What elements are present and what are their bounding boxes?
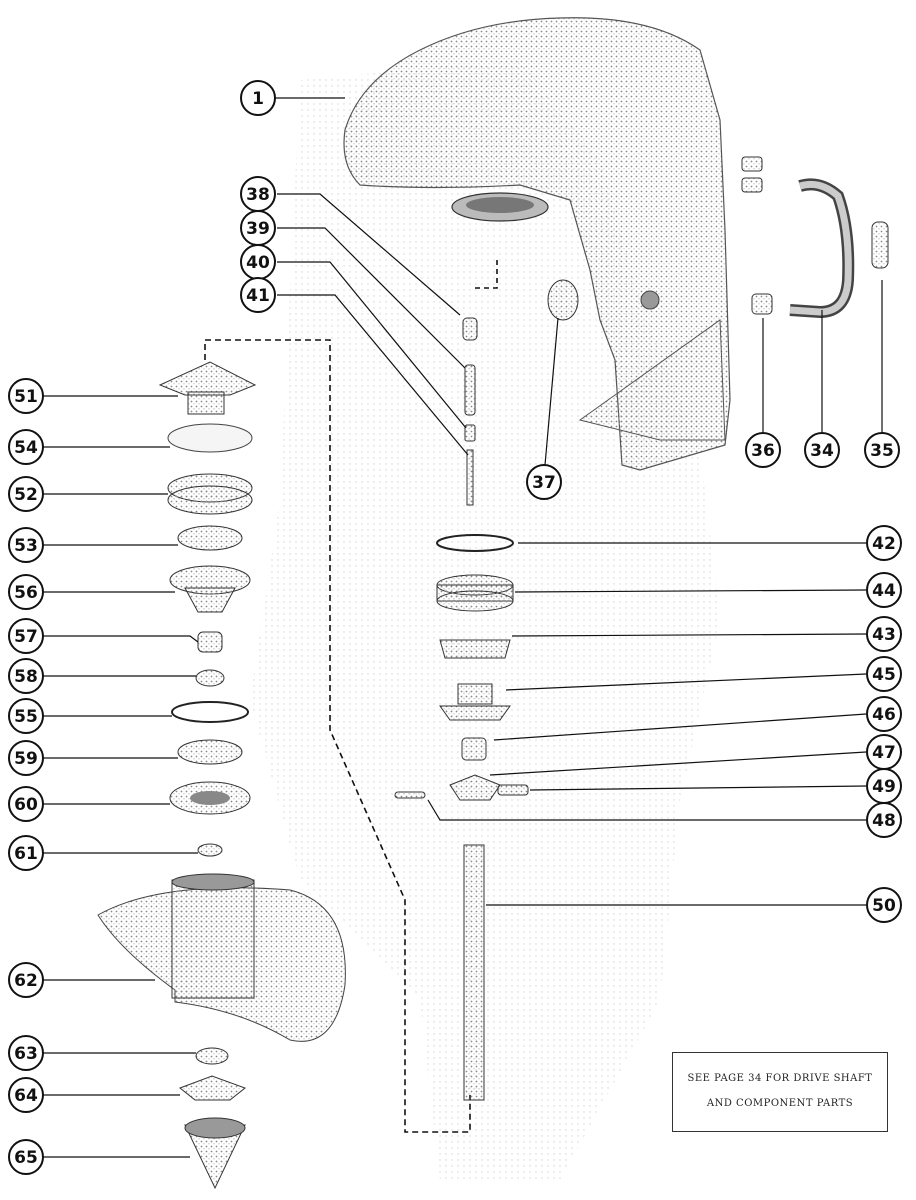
reference-note-box: SEE PAGE 34 FOR DRIVE SHAFT AND COMPONEN…	[672, 1052, 888, 1132]
svg-text:64: 64	[14, 1086, 38, 1106]
svg-text:59: 59	[14, 749, 38, 769]
handle-and-bushings-parts	[741, 156, 889, 319]
callout-61: 61	[8, 835, 44, 871]
callout-49: 49	[866, 768, 902, 804]
callout-38: 38	[240, 176, 276, 212]
svg-text:36: 36	[751, 441, 775, 461]
svg-text:63: 63	[14, 1044, 38, 1064]
svg-text:52: 52	[14, 485, 38, 505]
callout-64: 64	[8, 1077, 44, 1113]
leader-lines	[43, 97, 883, 1158]
callout-48: 48	[866, 802, 902, 838]
assembly-path-line	[204, 339, 471, 1133]
callout-1: 1	[240, 80, 276, 116]
gear-part-37	[547, 279, 579, 321]
svg-text:56: 56	[14, 583, 38, 603]
left-column-parts	[97, 361, 346, 1190]
callout-60: 60	[8, 786, 44, 822]
reference-note-line-1: SEE PAGE 34 FOR DRIVE SHAFT	[687, 1073, 873, 1084]
svg-text:48: 48	[872, 811, 896, 831]
svg-text:54: 54	[14, 438, 38, 458]
center-column-parts	[394, 534, 529, 1101]
callout-50: 50	[866, 887, 902, 923]
callout-56: 56	[8, 574, 44, 610]
callout-45: 45	[866, 656, 902, 692]
callout-54: 54	[8, 429, 44, 465]
svg-text:35: 35	[870, 441, 894, 461]
svg-text:39: 39	[246, 219, 270, 239]
svg-text:41: 41	[246, 286, 270, 306]
svg-text:60: 60	[14, 795, 38, 815]
callout-58: 58	[8, 658, 44, 694]
svg-text:34: 34	[810, 441, 834, 461]
svg-text:46: 46	[872, 705, 896, 725]
svg-text:58: 58	[14, 667, 38, 687]
callout-52: 52	[8, 476, 44, 512]
svg-text:50: 50	[872, 896, 896, 916]
callout-62: 62	[8, 962, 44, 998]
callout-63: 63	[8, 1035, 44, 1071]
svg-text:53: 53	[14, 536, 38, 556]
svg-text:43: 43	[872, 625, 896, 645]
svg-text:1: 1	[252, 89, 264, 109]
svg-text:51: 51	[14, 387, 38, 407]
callout-badges: 1 38 39 40 41 37 36 34 35 51 54 52 53 56…	[8, 80, 902, 1175]
svg-text:55: 55	[14, 707, 38, 727]
callout-55: 55	[8, 698, 44, 734]
callout-39: 39	[240, 210, 276, 246]
callout-59: 59	[8, 740, 44, 776]
callout-44: 44	[866, 572, 902, 608]
callout-35: 35	[864, 432, 900, 468]
svg-text:57: 57	[14, 627, 38, 647]
svg-text:49: 49	[872, 777, 896, 797]
svg-text:47: 47	[872, 743, 896, 763]
callout-53: 53	[8, 527, 44, 563]
gear-housing-part	[343, 17, 731, 471]
callout-57: 57	[8, 618, 44, 654]
callout-40: 40	[240, 244, 276, 280]
shift-linkage-parts	[462, 258, 498, 506]
callout-42: 42	[866, 525, 902, 561]
svg-text:62: 62	[14, 971, 38, 991]
callout-51: 51	[8, 378, 44, 414]
callout-34: 34	[804, 432, 840, 468]
svg-text:40: 40	[246, 253, 270, 273]
callout-41: 41	[240, 277, 276, 313]
svg-text:61: 61	[14, 844, 38, 864]
callout-37: 37	[526, 464, 562, 500]
callout-47: 47	[866, 734, 902, 770]
callout-46: 46	[866, 696, 902, 732]
background-ghost-gearcase	[250, 60, 720, 1180]
reference-note-line-2: AND COMPONENT PARTS	[706, 1098, 854, 1109]
svg-text:45: 45	[872, 665, 896, 685]
svg-text:44: 44	[872, 581, 896, 601]
svg-text:37: 37	[532, 473, 556, 493]
callout-43: 43	[866, 616, 902, 652]
svg-text:42: 42	[872, 534, 896, 554]
svg-text:65: 65	[14, 1148, 38, 1168]
callout-36: 36	[745, 432, 781, 468]
callout-65: 65	[8, 1139, 44, 1175]
svg-text:38: 38	[246, 185, 270, 205]
